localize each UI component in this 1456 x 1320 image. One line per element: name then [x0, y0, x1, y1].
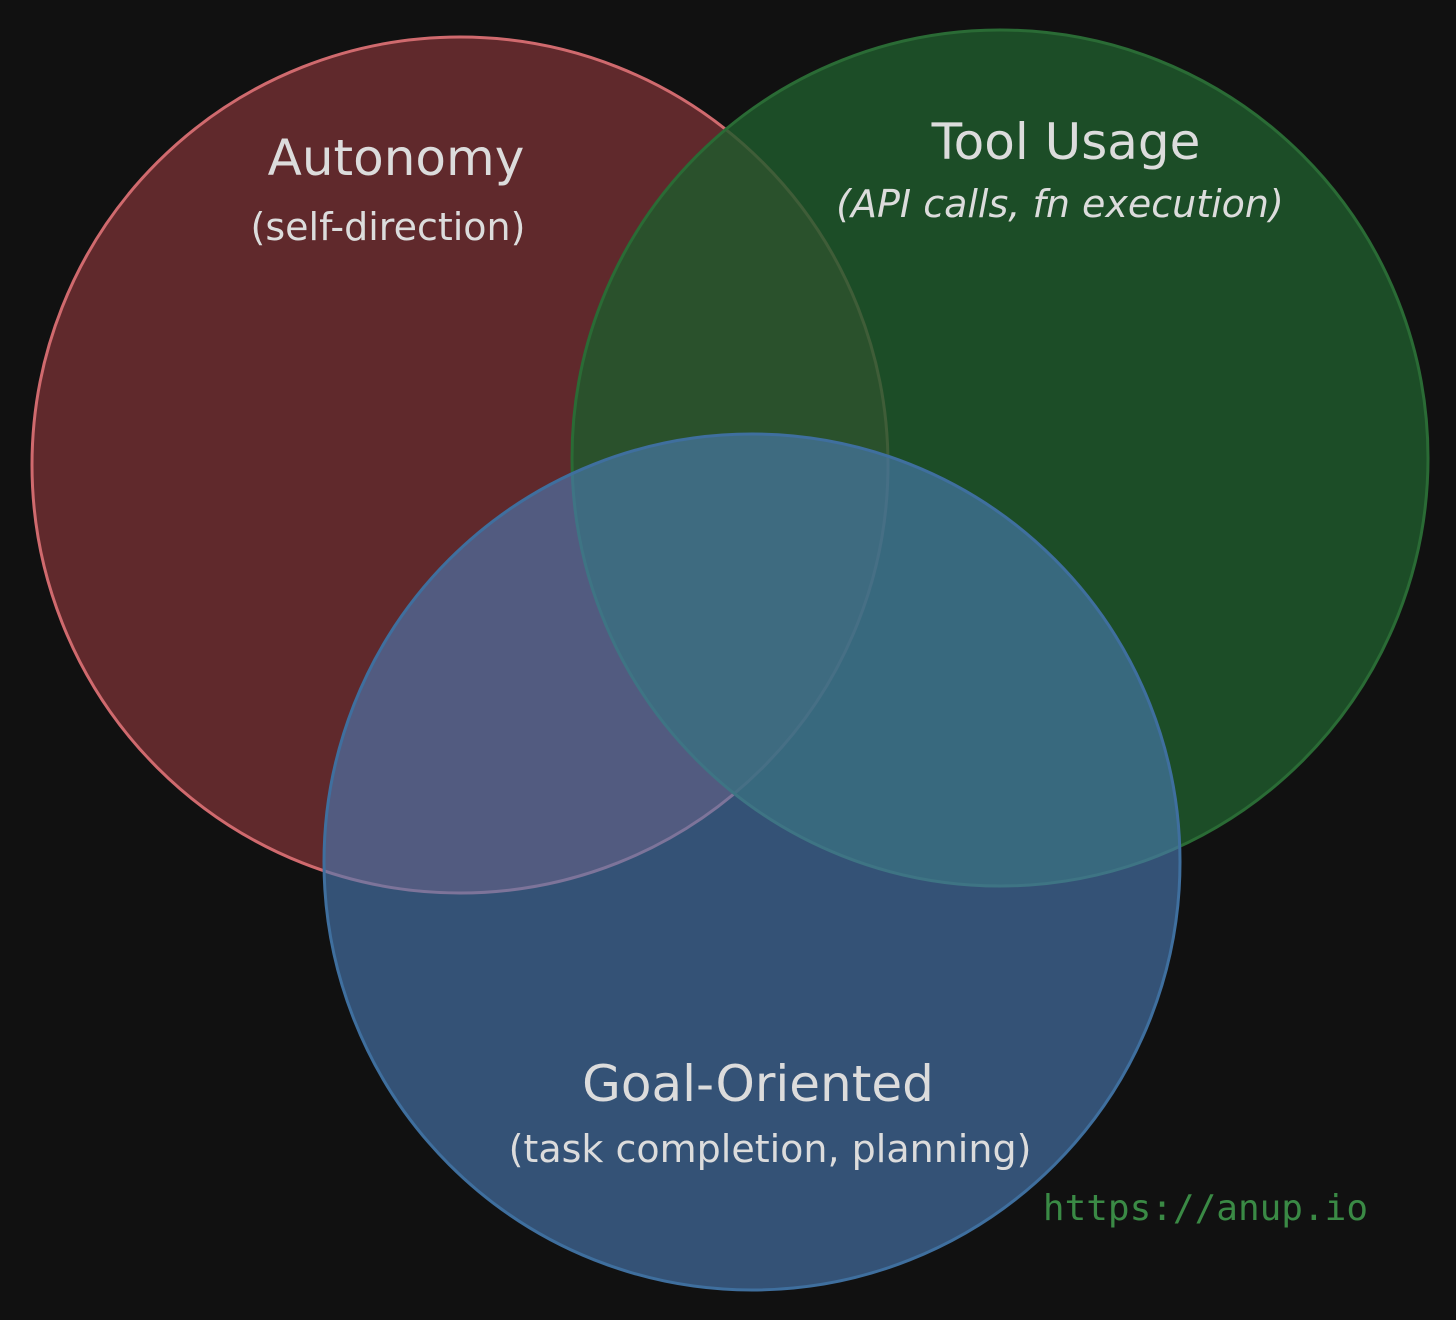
tool-usage-subtitle: (API calls, fn execution): [836, 182, 1284, 226]
goal-oriented-subtitle: (task completion, planning): [509, 1127, 1032, 1171]
goal-oriented-title: Goal-Oriented: [582, 1055, 934, 1113]
autonomy-title: Autonomy: [268, 129, 525, 187]
autonomy-subtitle: (self-direction): [251, 205, 526, 249]
watermark-url: https://anup.io: [1043, 1188, 1368, 1229]
tool-usage-title: Tool Usage: [931, 113, 1201, 171]
goal-oriented-circle: [322, 432, 1182, 1292]
